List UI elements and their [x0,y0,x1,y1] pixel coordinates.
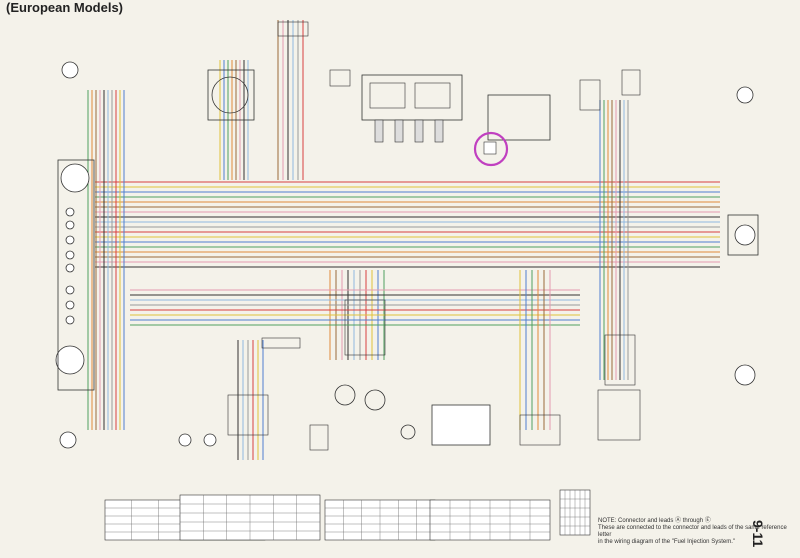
highlight-circle [473,131,509,167]
page-number: 9-11 [750,520,766,548]
lamp [736,86,754,104]
tail-brake-light [727,214,759,256]
indicator-lamp [65,263,75,273]
note-line-3: in the wiring diagram of the "Fuel Injec… [598,539,735,545]
meter-panel [57,159,95,391]
horn [203,433,217,447]
spark-plug [414,119,424,143]
indicator-lamp [65,207,75,217]
indicator-lamp [65,220,75,230]
note-line-1: NOTE: Connector and leads Ⓐ through Ⓔ [598,518,711,524]
rear-connector [597,389,641,441]
indicator-lamp [65,250,75,260]
battery [431,404,491,446]
spark-plug [394,119,404,143]
turn-signal-relay [519,414,561,446]
alternator-rotor [211,76,249,114]
ignition-coil [414,82,451,109]
horn [178,433,192,447]
starter-relay [309,424,329,451]
alternator [207,69,255,121]
ignition-coil [369,82,406,109]
lamp [734,364,756,386]
spark-plug [434,119,444,143]
fuse [329,69,351,87]
fuse-box [227,394,269,436]
junction-box [277,21,309,37]
main-connector [344,299,386,356]
indicator-lamp [60,163,90,193]
spark-plug [374,119,384,143]
rear-junction [604,334,636,386]
diagram-note: NOTE: Connector and leads Ⓐ through Ⓔ Th… [598,518,788,546]
indicator-lamp [65,300,75,310]
indicator-lamp [65,235,75,245]
connector-strip [261,337,301,349]
relay [621,69,641,96]
indicator-lamp [55,345,85,375]
lamp [734,224,756,246]
indicator-lamp [61,61,79,79]
connector [483,141,497,155]
regulator-rectifier [364,389,386,411]
page-title: (European Models) [6,0,124,15]
note-line-2: These are connected to the connector and… [598,525,787,538]
indicator-lamp [65,285,75,295]
ignition-coil-block [361,74,463,121]
indicator-lamp [59,431,77,449]
neutral-switch [400,424,416,440]
ic-igniter [487,94,551,141]
indicator-lamp [65,315,75,325]
starter-motor [334,384,356,406]
relay [579,79,601,111]
